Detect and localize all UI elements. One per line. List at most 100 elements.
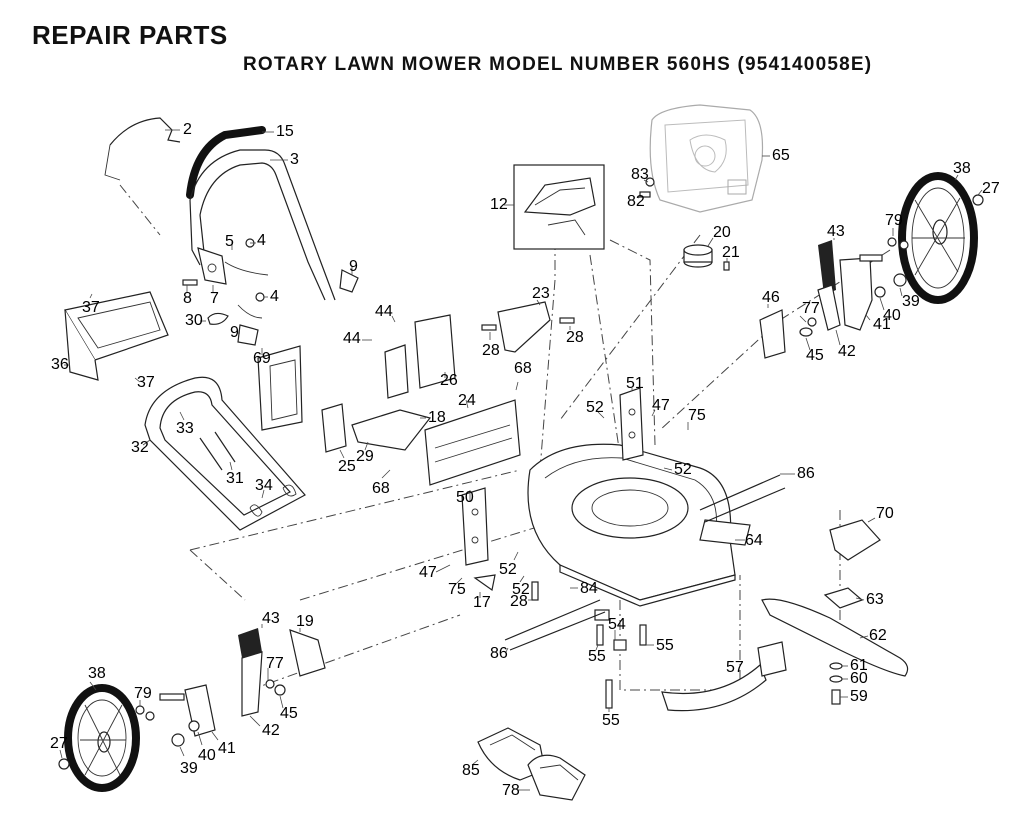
callout-47b: 47 [419, 564, 437, 581]
callout-5: 5 [225, 233, 234, 250]
callout-44a: 44 [375, 303, 393, 320]
height-adjusters [461, 387, 644, 592]
callout-30: 30 [185, 312, 203, 329]
callout-27a: 27 [982, 180, 1000, 197]
callout-41a: 41 [873, 316, 891, 333]
callout-40b: 40 [198, 747, 216, 764]
callout-51: 51 [626, 375, 644, 392]
callout-75b: 75 [448, 581, 466, 598]
callout-4b: 4 [270, 288, 279, 305]
callout-43b: 43 [262, 610, 280, 627]
callout-45a: 45 [806, 347, 824, 364]
callout-labels: 2 15 3 4 5 9 8 7 4 30 9 69 37 36 37 32 3… [50, 121, 1000, 799]
callout-55c: 55 [602, 712, 620, 729]
blade-assembly [761, 519, 909, 705]
callout-75a: 75 [688, 407, 706, 424]
callout-28a: 28 [482, 342, 500, 359]
callout-86b: 86 [490, 645, 508, 662]
pulley [683, 244, 730, 271]
callout-31: 31 [226, 470, 244, 487]
callout-39a: 39 [902, 293, 920, 310]
callout-64: 64 [745, 532, 763, 549]
rear-left-wheel-assembly [58, 628, 326, 792]
callout-62: 62 [869, 627, 887, 644]
callout-29: 29 [356, 448, 374, 465]
callout-12: 12 [490, 196, 508, 213]
callout-47a: 47 [652, 397, 670, 414]
callout-38b: 38 [88, 665, 106, 682]
callout-52d: 52 [512, 581, 530, 598]
upper-handle-assembly [104, 117, 359, 346]
callout-83: 83 [631, 166, 649, 183]
callout-54: 54 [608, 616, 626, 633]
mower-deck [527, 443, 751, 607]
callout-50: 50 [456, 489, 474, 506]
callout-39b: 39 [180, 760, 198, 777]
callout-19: 19 [296, 613, 314, 630]
rear-deflector-assembly [321, 301, 575, 486]
callout-36: 36 [51, 356, 69, 373]
callout-44b: 44 [343, 330, 361, 347]
callout-40a: 40 [883, 307, 901, 324]
callout-65: 65 [772, 147, 790, 164]
callout-28b: 28 [566, 329, 584, 346]
covers [477, 727, 586, 801]
callout-18: 18 [428, 409, 446, 426]
callout-45b: 45 [280, 705, 298, 722]
callout-2: 2 [183, 121, 192, 138]
callout-52c: 52 [499, 561, 517, 578]
callout-17: 17 [473, 594, 491, 611]
callout-42b: 42 [262, 722, 280, 739]
callout-8: 8 [183, 290, 192, 307]
callout-4a: 4 [257, 232, 266, 249]
callout-55b: 55 [656, 637, 674, 654]
callout-38a: 38 [953, 160, 971, 177]
callout-55a: 55 [588, 648, 606, 665]
callout-60: 60 [850, 670, 868, 687]
callout-25: 25 [338, 458, 356, 475]
callout-23: 23 [532, 285, 550, 302]
callout-3: 3 [290, 151, 299, 168]
callout-33: 33 [176, 420, 194, 437]
callout-77a: 77 [802, 300, 820, 317]
callout-46: 46 [762, 289, 780, 306]
callout-84: 84 [580, 580, 598, 597]
callout-78: 78 [502, 782, 520, 799]
callout-9a: 9 [349, 258, 358, 275]
callout-59: 59 [850, 688, 868, 705]
callout-52a: 52 [586, 399, 604, 416]
callout-27b: 27 [50, 735, 68, 752]
callout-7: 7 [210, 290, 219, 307]
callout-63: 63 [866, 591, 884, 608]
callout-37b: 37 [137, 374, 155, 391]
callout-77b: 77 [266, 655, 284, 672]
inset-12 [513, 164, 605, 250]
callout-79a: 79 [885, 212, 903, 229]
callout-26: 26 [440, 372, 458, 389]
cables [504, 474, 786, 651]
callout-28c: 28 [510, 593, 528, 610]
grass-catcher-assembly [64, 291, 306, 531]
callout-42a: 42 [838, 343, 856, 360]
callout-68b: 68 [372, 480, 390, 497]
callout-70: 70 [876, 505, 894, 522]
callout-43a: 43 [827, 223, 845, 240]
page-title: REPAIR PARTS [32, 20, 228, 50]
engine [639, 104, 764, 213]
callout-20: 20 [713, 224, 731, 241]
callout-9b: 9 [230, 324, 239, 341]
callout-86a: 86 [797, 465, 815, 482]
callout-57: 57 [726, 659, 744, 676]
bolts [531, 581, 647, 709]
callout-37a: 37 [82, 299, 100, 316]
callout-32: 32 [131, 439, 149, 456]
baffle [661, 641, 787, 712]
callout-34: 34 [255, 477, 273, 494]
rear-right-wheel-assembly [759, 172, 984, 359]
callout-79b: 79 [134, 685, 152, 702]
callout-24: 24 [458, 392, 476, 409]
callout-68a: 68 [514, 360, 532, 377]
callout-15: 15 [276, 123, 294, 140]
callout-69: 69 [253, 350, 271, 367]
